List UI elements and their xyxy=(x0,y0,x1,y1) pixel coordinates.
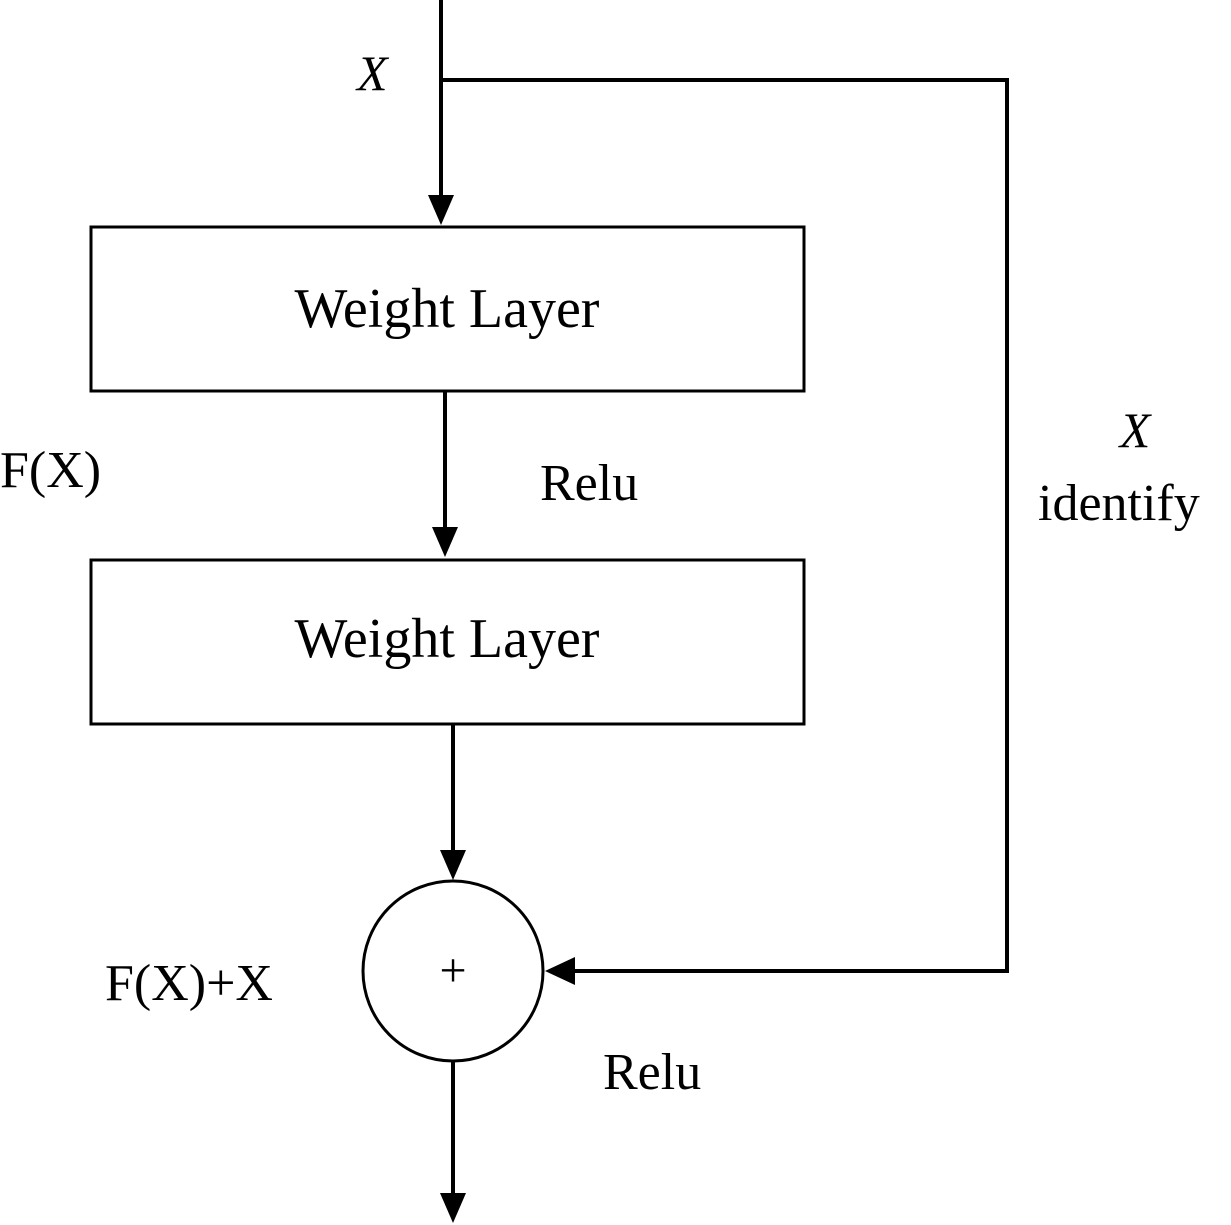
shortcut-label-identify: identify xyxy=(1038,475,1200,532)
weight-layer-2 xyxy=(89,558,806,726)
shortcut-label-x: X xyxy=(1118,402,1153,458)
residual-label: F(X) xyxy=(0,442,101,499)
shortcut-connection xyxy=(441,78,1009,973)
input-label: X xyxy=(355,45,390,101)
shortcut-arrowhead xyxy=(545,957,575,985)
sum-label: F(X)+X xyxy=(105,955,273,1012)
weight-layer-2-label: Weight Layer xyxy=(295,608,600,670)
relu-label-2: Relu xyxy=(603,1044,701,1101)
relu-arrowhead xyxy=(432,527,458,557)
sum-arrowhead xyxy=(440,850,466,880)
relu-label-1: Relu xyxy=(540,455,638,512)
weight-layer-1-label: Weight Layer xyxy=(295,278,600,340)
sum-symbol: + xyxy=(439,944,466,997)
input-arrowhead xyxy=(428,195,454,225)
weight-layer-1 xyxy=(89,225,806,393)
output-arrowhead xyxy=(440,1193,466,1223)
